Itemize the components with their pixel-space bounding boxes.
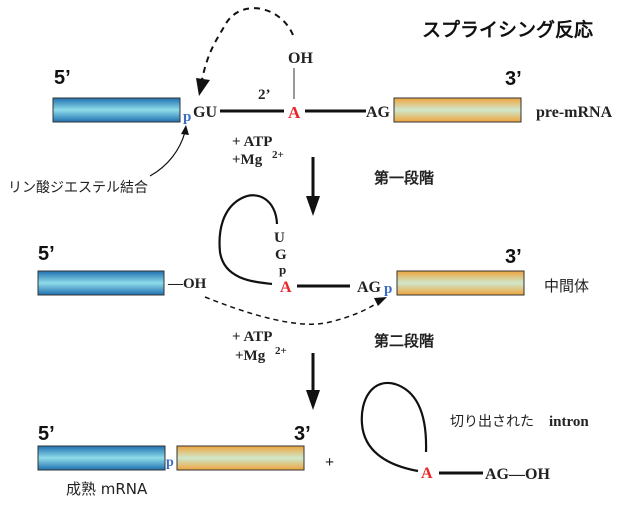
- row1-exon1-block: [52, 97, 181, 123]
- row2-lariat-g: G: [275, 247, 287, 263]
- step2-mg-charge: 2+: [275, 345, 287, 357]
- row1-oh-label: OH: [288, 50, 313, 67]
- row3-phosphate-label: p: [166, 455, 174, 470]
- step1-mg-label: +Mg: [232, 152, 263, 168]
- row2-five-prime-label: 5’: [38, 243, 55, 265]
- row1-five-prime-label: 5’: [54, 67, 71, 89]
- step2-atp-label: + ATP: [232, 329, 272, 345]
- row3-three-prime-label: 3’: [294, 423, 311, 445]
- row1-three-prime-label: 3’: [505, 68, 522, 90]
- step1-down-arrowhead-icon: [306, 196, 320, 216]
- step1-mg-charge: 2+: [272, 149, 284, 161]
- bond-pointer-arrow: [149, 131, 186, 177]
- row1-branch-a: A: [288, 103, 301, 122]
- row2-lariat-u: U: [274, 230, 285, 246]
- row3-plus-sign: +: [325, 454, 334, 471]
- row1-pre-mrna-label: pre-mRNA: [536, 104, 613, 121]
- row3-exon1-block: [37, 445, 166, 471]
- row2-exon1-block: [37, 270, 165, 296]
- row2-exon2-block: [396, 270, 525, 296]
- row2-ag-label: AG: [357, 279, 382, 296]
- diagram-title: スプライシング反応: [422, 18, 593, 41]
- step1-atp-label: + ATP: [232, 134, 272, 150]
- row1-exon2-block: [393, 97, 522, 123]
- row2-attack-arrow: [204, 296, 381, 325]
- row2-lariat-loop: [218, 194, 279, 286]
- row2-attack-arrowhead-icon: [374, 297, 387, 306]
- row1-attack-arrowhead-icon: [196, 78, 210, 96]
- row2-phosphate-label: p: [384, 281, 392, 297]
- row1-gu-label: GU: [193, 104, 217, 121]
- row3-branch-a: A: [421, 465, 433, 482]
- row3-intron-lariat: [360, 381, 428, 473]
- row1-phosphate-label: p: [183, 109, 191, 125]
- row3-ag-oh-label: AG—OH: [485, 466, 550, 483]
- step2-mg-label: +Mg: [235, 348, 266, 364]
- step2-label: 第二段階: [374, 332, 434, 350]
- step1-label: 第一段階: [374, 169, 434, 187]
- row2-oh-label: —OH: [167, 276, 207, 292]
- row2-lariat-p: p: [279, 262, 286, 277]
- row3-exon2-block: [176, 445, 305, 471]
- step2-down-arrowhead-icon: [306, 390, 320, 410]
- row1-attack-arrow: [201, 7, 294, 81]
- row3-five-prime-label: 5’: [38, 423, 55, 445]
- bond-label: リン酸ジエステル結合: [8, 180, 148, 196]
- row3-mature-mrna-label: 成熟 mRNA: [66, 480, 148, 498]
- row3-excised-label-jp: 切り出された: [450, 414, 534, 430]
- row1-ag-label: AG: [366, 104, 391, 121]
- bond-pointer-arrowhead-icon: [181, 125, 189, 135]
- row1-two-prime-label: 2’: [258, 87, 271, 103]
- row2-three-prime-label: 3’: [505, 246, 522, 268]
- row2-intermediate-label: 中間体: [544, 277, 589, 295]
- row2-branch-a: A: [280, 279, 292, 296]
- row3-excised-label-en: intron: [549, 414, 589, 430]
